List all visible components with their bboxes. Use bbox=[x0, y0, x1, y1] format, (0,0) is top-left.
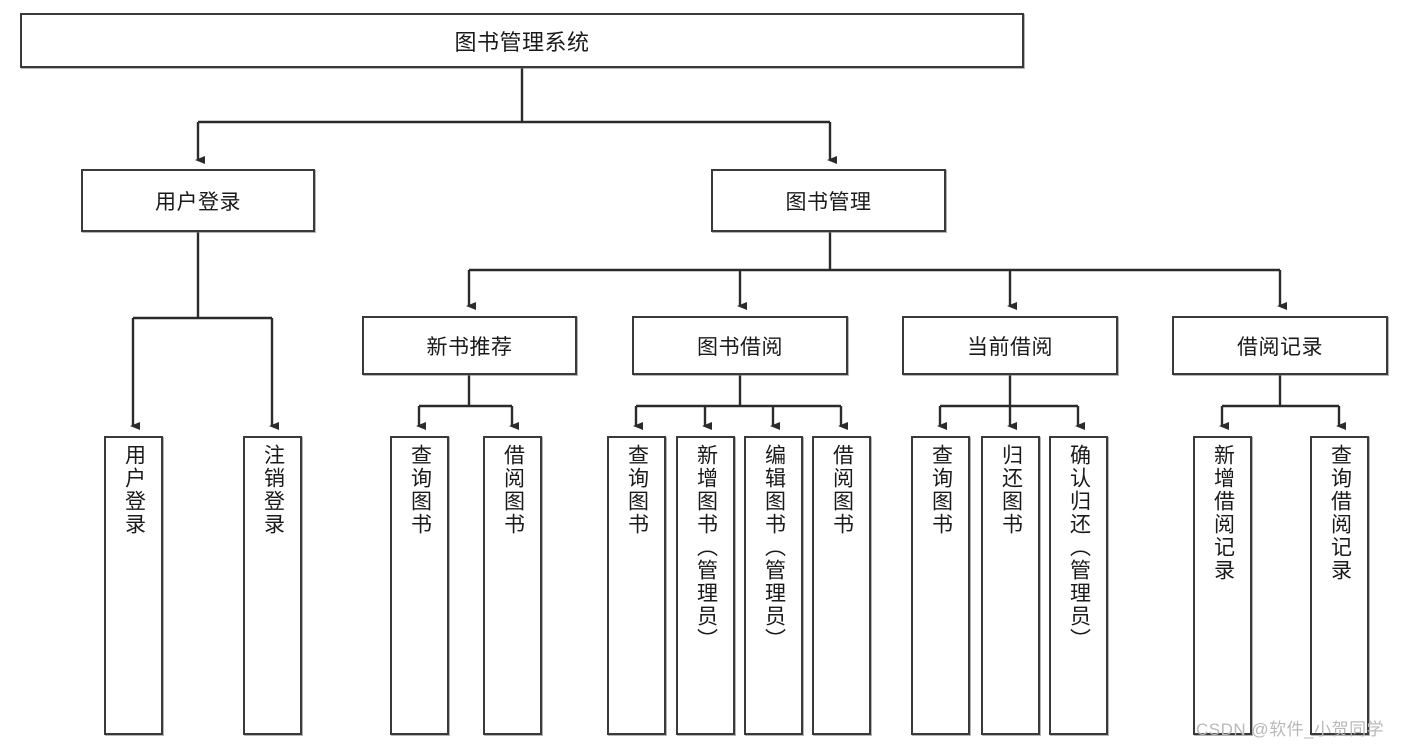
node-user-login[interactable]: 用户登录 bbox=[81, 169, 315, 232]
node-label: 借阅记录 bbox=[1237, 335, 1323, 359]
leaf-label: 借阅图书 bbox=[501, 444, 525, 536]
node-label: 图书管理系统 bbox=[454, 29, 590, 55]
leaf-label: 查询图书 bbox=[408, 444, 432, 536]
watermark-text: CSDN @软件_小贺同学 bbox=[1196, 720, 1385, 739]
node-new-book-recommend[interactable]: 新书推荐 bbox=[362, 316, 577, 375]
node-root-book-management-system[interactable]: 图书管理系统 bbox=[20, 13, 1024, 68]
node-borrow-record[interactable]: 借阅记录 bbox=[1172, 316, 1388, 375]
leaf-label: 新增图书（管理员） bbox=[694, 444, 718, 651]
node-book-management[interactable]: 图书管理 bbox=[711, 169, 946, 232]
leaf-book-borrow-borrow-book[interactable]: 借阅图书 bbox=[812, 436, 871, 735]
leaf-label: 查询图书 bbox=[929, 444, 953, 536]
node-label: 图书借阅 bbox=[697, 335, 783, 359]
leaf-label: 查询借阅记录 bbox=[1328, 444, 1352, 582]
leaf-label: 查询图书 bbox=[625, 444, 649, 536]
leaf-label: 新增借阅记录 bbox=[1211, 444, 1235, 582]
leaf-label: 借阅图书 bbox=[830, 444, 854, 536]
leaf-label: 编辑图书（管理员） bbox=[762, 444, 786, 651]
leaf-book-borrow-query-book[interactable]: 查询图书 bbox=[607, 436, 666, 735]
node-current-borrow[interactable]: 当前借阅 bbox=[902, 316, 1118, 375]
leaf-label: 用户登录 bbox=[122, 444, 146, 536]
leaf-book-borrow-add-book-admin[interactable]: 新增图书（管理员） bbox=[676, 436, 735, 735]
leaf-borrow-record-query-record[interactable]: 查询借阅记录 bbox=[1310, 436, 1369, 735]
leaf-user-login-logout[interactable]: 注销登录 bbox=[243, 436, 302, 735]
leaf-label: 确认归还（管理员） bbox=[1067, 444, 1091, 651]
leaf-label: 归还图书 bbox=[999, 444, 1023, 536]
node-label: 当前借阅 bbox=[967, 335, 1053, 359]
leaf-label: 注销登录 bbox=[261, 444, 285, 536]
leaf-borrow-record-add-record[interactable]: 新增借阅记录 bbox=[1193, 436, 1252, 735]
node-book-borrow[interactable]: 图书借阅 bbox=[632, 316, 848, 375]
node-label: 新书推荐 bbox=[426, 335, 513, 359]
leaf-user-login-login[interactable]: 用户登录 bbox=[104, 436, 163, 735]
leaf-new-book-borrow-book[interactable]: 借阅图书 bbox=[483, 436, 542, 735]
leaf-book-borrow-edit-book-admin[interactable]: 编辑图书（管理员） bbox=[744, 436, 803, 735]
leaf-current-borrow-return-book[interactable]: 归还图书 bbox=[981, 436, 1040, 735]
node-label: 用户登录 bbox=[155, 190, 241, 214]
leaf-new-book-query-book[interactable]: 查询图书 bbox=[390, 436, 449, 735]
leaf-current-borrow-confirm-return-admin[interactable]: 确认归还（管理员） bbox=[1049, 436, 1108, 735]
leaf-current-borrow-query-book[interactable]: 查询图书 bbox=[911, 436, 970, 735]
node-label: 图书管理 bbox=[785, 190, 872, 214]
